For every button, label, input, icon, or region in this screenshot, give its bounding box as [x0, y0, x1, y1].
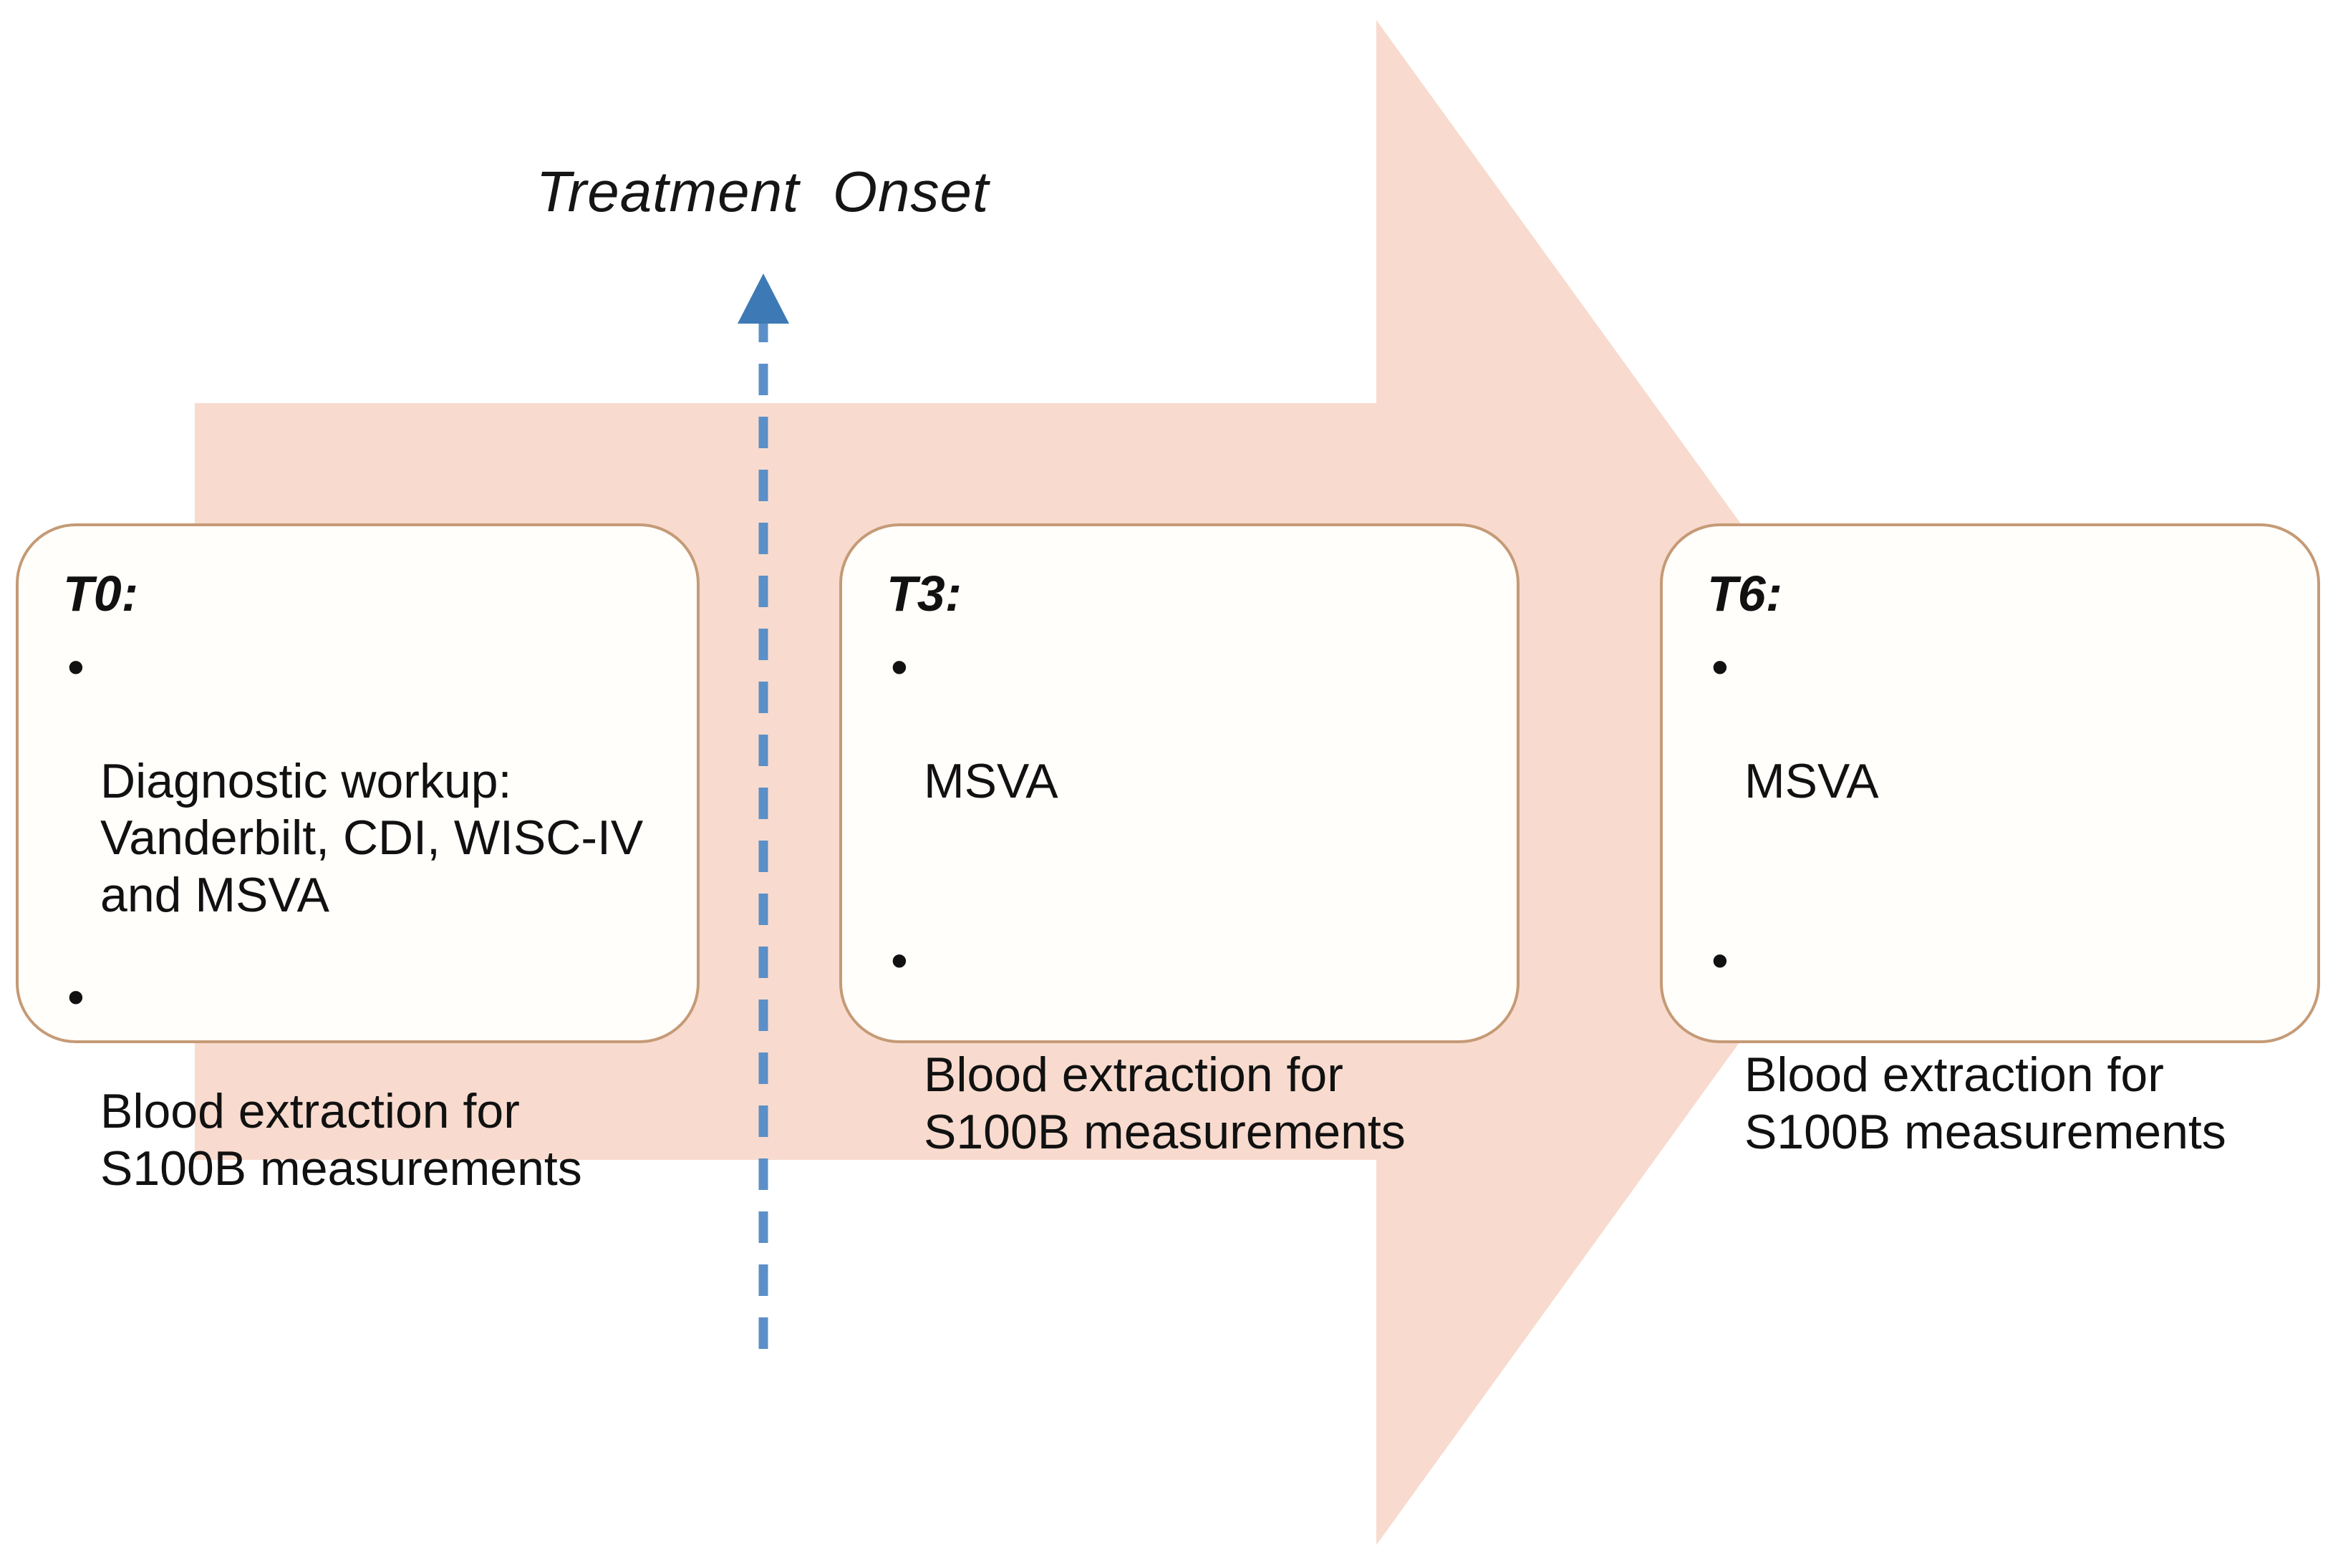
bullet-dot-icon: • [1711, 639, 1729, 695]
treatment-onset-arrowhead-icon [738, 274, 789, 324]
bullet-dot-icon: • [891, 934, 908, 989]
timepoint-bullet-list-t3: • MSVA • Blood extraction for S100B meas… [887, 639, 1479, 1161]
timepoint-card-t3[interactable]: T3: • MSVA • Blood extraction for S100B … [839, 523, 1520, 1159]
list-item-text: Diagnostic workup: Vanderbilt, CDI, WISC… [100, 753, 644, 922]
page-title: Treatment Onset [536, 160, 990, 223]
timepoint-card-t0[interactable]: T0: • Diagnostic workup: Vanderbilt, CDI… [16, 523, 700, 1196]
list-item: • Diagnostic workup: Vanderbilt, CDI, WI… [63, 639, 660, 924]
timepoint-label-t3: T3: [887, 566, 962, 621]
bullet-dot-icon: • [1711, 934, 1729, 989]
timepoint-label-t0: T0: [63, 566, 138, 621]
list-item-text: Blood extraction for S100B measurements [1744, 1047, 2226, 1159]
list-item: • MSVA [1707, 639, 2280, 810]
bullet-dot-icon: • [67, 639, 84, 695]
timepoint-bullet-list-t0: • Diagnostic workup: Vanderbilt, CDI, WI… [63, 639, 660, 1198]
timepoint-card-t6[interactable]: T6: • MSVA • Blood extraction for S100B … [1660, 523, 2320, 1159]
timepoint-label-t6: T6: [1707, 566, 1782, 621]
list-item: • Blood extraction for S100B measurement… [887, 933, 1479, 1161]
bullet-dot-icon: • [891, 639, 908, 695]
list-item-text: Blood extraction for S100B measurements [100, 1084, 582, 1196]
list-item-text: Blood extraction for S100B measurements [924, 1047, 1406, 1159]
list-item-text: MSVA [924, 753, 1058, 808]
list-item-text: MSVA [1744, 753, 1879, 808]
list-item: • Blood extraction for S100B measurement… [63, 969, 660, 1197]
list-item: • MSVA [887, 639, 1479, 810]
bullet-dot-icon: • [67, 970, 84, 1025]
timepoint-bullet-list-t6: • MSVA • Blood extraction for S100B meas… [1707, 639, 2280, 1161]
list-item: • Blood extraction for S100B measurement… [1707, 933, 2280, 1161]
